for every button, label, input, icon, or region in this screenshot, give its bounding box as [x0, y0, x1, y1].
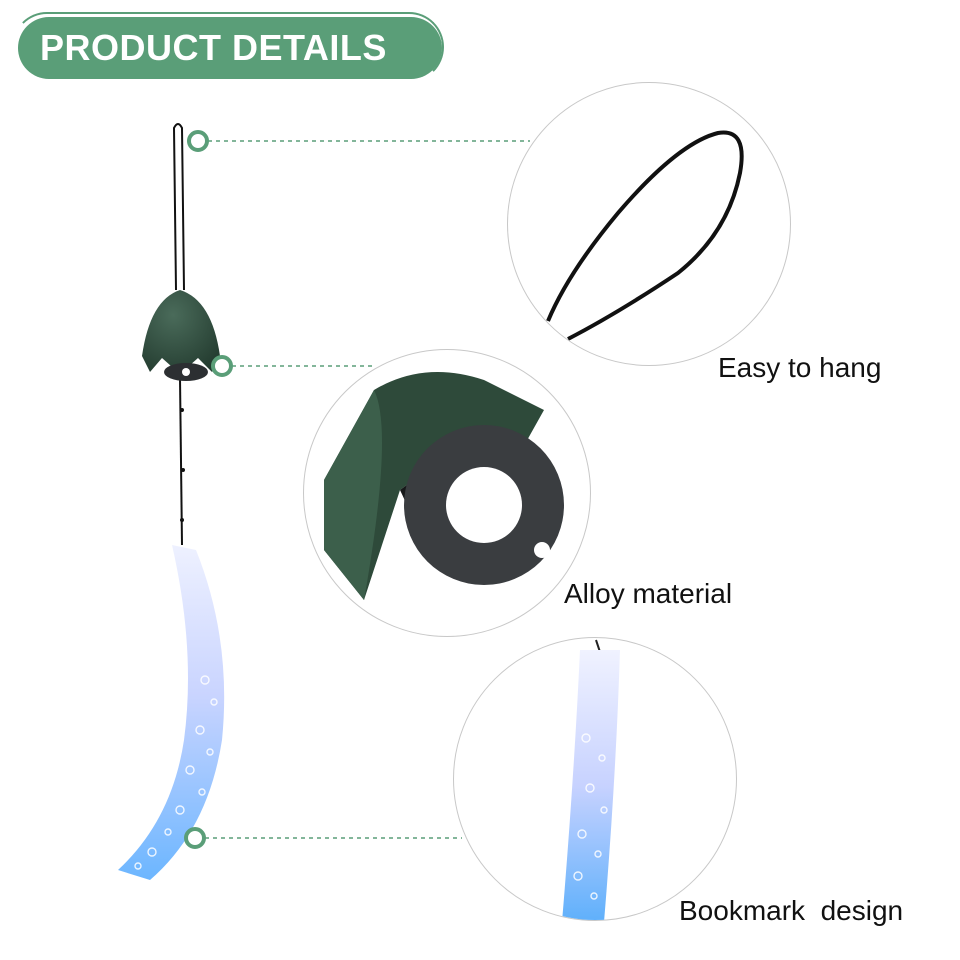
caption-easy-to-hang: Easy to hang	[718, 352, 882, 383]
detail-circle-hang	[507, 82, 791, 366]
connector-bookmark	[184, 827, 462, 849]
bell-closeup	[324, 372, 564, 600]
string-loop-closeup	[546, 130, 744, 341]
page-title: PRODUCT DETAILS	[40, 27, 387, 68]
bell-shape	[142, 290, 220, 381]
detail-circle-bookmark	[453, 637, 737, 921]
caption-alloy-material: Alloy material	[564, 578, 733, 609]
header-badge-outline	[12, 12, 444, 82]
hanging-string	[172, 123, 185, 546]
bookmark-strip	[118, 545, 225, 880]
detail-circle-alloy	[303, 349, 591, 637]
bookmark-closeup	[562, 639, 620, 920]
header-badge	[18, 17, 442, 79]
connector-alloy	[211, 355, 375, 377]
connector-hang	[187, 130, 530, 152]
caption-bookmark-design: Bookmark design	[679, 895, 904, 926]
